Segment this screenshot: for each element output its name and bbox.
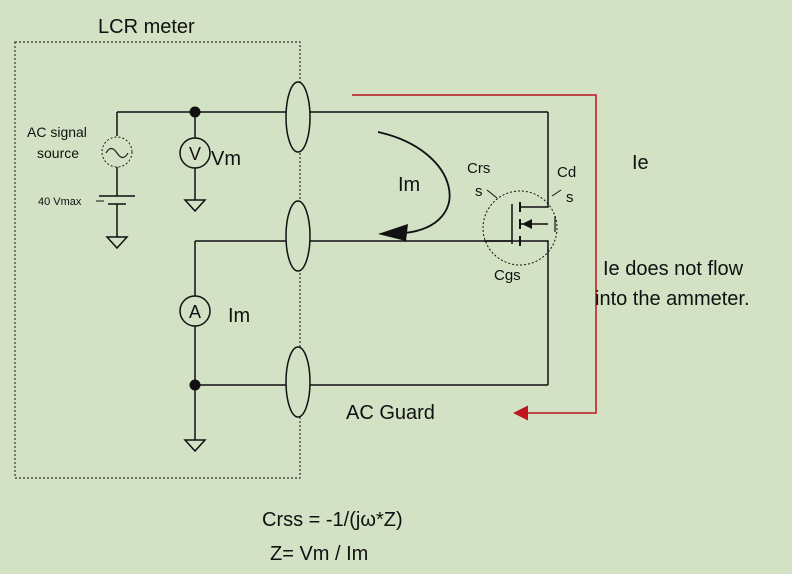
cds-label-line1: Cd bbox=[557, 164, 576, 181]
mosfet-drain-lead bbox=[520, 193, 549, 208]
cds-label-line2: s bbox=[566, 189, 574, 206]
formula-crss: Crss = -1/(jω*Z) bbox=[262, 509, 403, 531]
voltmeter-label: Vm bbox=[211, 148, 241, 170]
crss-label-line1: Crs bbox=[467, 160, 490, 177]
ie-label: Ie bbox=[632, 152, 649, 174]
ac-source-icon bbox=[101, 136, 133, 168]
ie-note: Ie does not flow into the ammeter. bbox=[595, 258, 750, 310]
connector-bottom bbox=[285, 346, 311, 418]
ac-signal-label-line1: AC signal bbox=[27, 124, 87, 140]
crss-tick bbox=[486, 189, 498, 199]
crss-label-line2: s bbox=[475, 183, 483, 200]
loop-current-label: Im bbox=[398, 174, 420, 196]
im-loop-arrow bbox=[377, 131, 451, 234]
cds-tick bbox=[551, 189, 562, 197]
ie-note-line1: Ie does not flow bbox=[603, 258, 744, 280]
mosfet-source-lead bbox=[520, 240, 549, 277]
guard-current-path bbox=[352, 94, 597, 421]
formula-z: Z= Vm / Im bbox=[270, 543, 368, 565]
ammeter-label: Im bbox=[228, 305, 250, 327]
ammeter-symbol: A bbox=[189, 302, 201, 322]
ac-signal-label: AC signal source bbox=[27, 124, 91, 161]
cgs-label: Cgs bbox=[494, 267, 521, 284]
lcr-meter-label: LCR meter bbox=[98, 16, 195, 38]
ac-guard-label: AC Guard bbox=[346, 402, 435, 424]
ac-signal-label-line2: source bbox=[37, 145, 79, 161]
lcr-meter-box bbox=[14, 41, 301, 479]
mosfet-icon bbox=[482, 190, 558, 266]
crss-label: Crs s bbox=[467, 160, 495, 200]
voltmeter-symbol: V bbox=[189, 144, 201, 164]
ground-icon-ammeter bbox=[183, 439, 207, 453]
sine-wave-icon bbox=[105, 147, 129, 159]
mosfet-body-arrow bbox=[522, 219, 532, 229]
connector-middle bbox=[285, 200, 311, 272]
voltage-limit-label: 40 Vmax bbox=[38, 196, 82, 208]
ground-icon-source bbox=[105, 236, 129, 250]
cds-label: Cd s bbox=[557, 164, 580, 206]
im-arrowhead bbox=[378, 224, 408, 241]
connector-top bbox=[285, 81, 311, 153]
ie-note-line2: into the ammeter. bbox=[595, 288, 750, 310]
ground-icon-voltmeter bbox=[183, 199, 207, 213]
